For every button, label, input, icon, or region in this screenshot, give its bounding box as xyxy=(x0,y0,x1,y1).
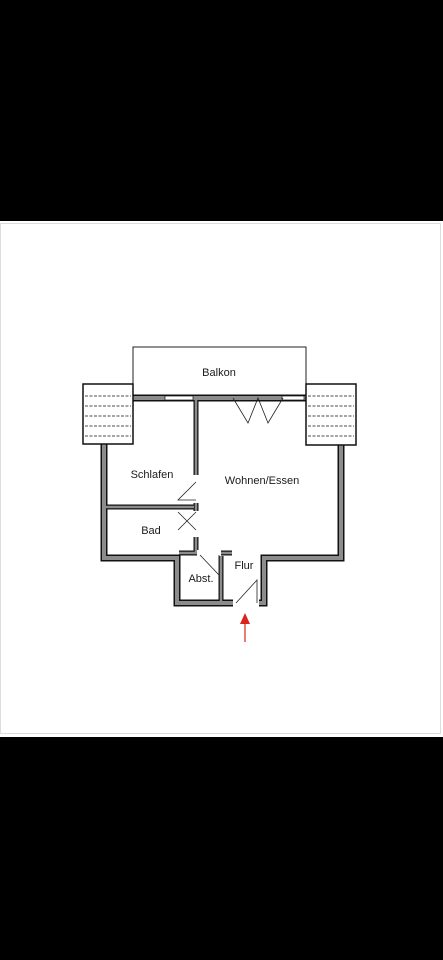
label-flur: Flur xyxy=(235,560,254,572)
viewer-top-bar xyxy=(0,0,443,221)
door-swings xyxy=(177,396,284,604)
entrance-arrow xyxy=(240,613,250,642)
label-schlafen: Schlafen xyxy=(131,469,174,481)
image-border xyxy=(0,223,441,734)
floorplan-image xyxy=(0,221,443,737)
door-gap-bad xyxy=(193,511,199,537)
label-balkon: Balkon xyxy=(202,367,236,379)
label-bad: Bad xyxy=(141,525,161,537)
door-gap-abst xyxy=(197,550,221,556)
window-left xyxy=(164,395,194,401)
label-wohnen-essen: Wohnen/Essen xyxy=(225,475,299,487)
staircase-right xyxy=(305,383,357,446)
label-abst: Abst. xyxy=(188,573,213,585)
exterior-walls xyxy=(100,394,345,607)
viewer-bottom-bar xyxy=(0,737,443,960)
staircase-left xyxy=(82,383,134,445)
door-gap-entrance xyxy=(233,599,259,607)
window-right xyxy=(281,395,305,401)
balcony-outline xyxy=(132,346,307,399)
door-gap-schlafen xyxy=(193,475,199,503)
